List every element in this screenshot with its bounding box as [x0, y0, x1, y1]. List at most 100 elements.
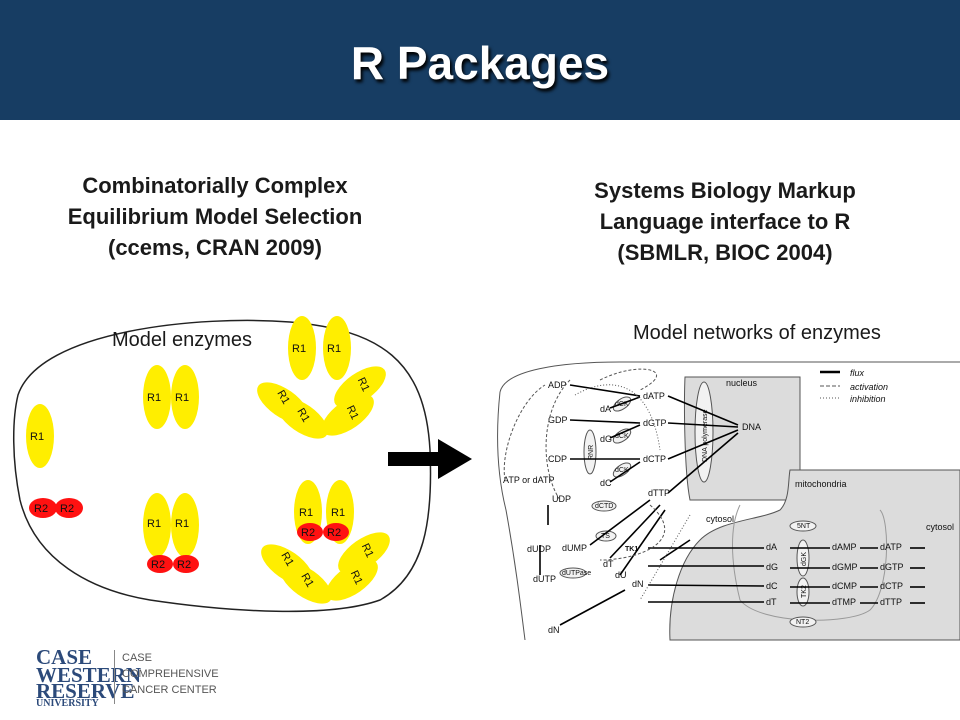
metabolite-label: dTMP [832, 597, 856, 607]
r1-label: R1 [327, 343, 341, 355]
right-heading-line: Language interface to R [599, 209, 851, 234]
network-cell-boundary [499, 361, 960, 393]
metabolite-label: ADP [548, 380, 567, 390]
metabolite-label: dTTP [880, 597, 902, 607]
university-logo: CASE WESTERN RESERVE UNIVERSITY CASE COM… [30, 645, 220, 710]
logo-center-line: CANCER CENTER [122, 684, 217, 696]
metabolite-label: DNA [742, 422, 761, 432]
metabolite-label: dAMP [832, 542, 857, 552]
enzyme-label: 5NT [797, 523, 811, 530]
r1-label: R1 [147, 518, 161, 530]
r1-subunit [171, 365, 199, 429]
r2-label: R2 [151, 559, 165, 571]
metabolite-label: dA [600, 404, 611, 414]
arrow-shaft [388, 452, 440, 466]
r1-subunit [338, 532, 390, 574]
r2-subunit [297, 523, 323, 541]
cell-outline [12, 319, 432, 613]
r2-subunit [55, 498, 83, 518]
arrow-head [438, 439, 472, 479]
r1-subunit [171, 493, 199, 557]
legend-activation: activation [850, 382, 888, 392]
r2-subunit [29, 498, 57, 518]
r1-label: R1 [299, 507, 313, 519]
metabolite-label: CDP [548, 454, 567, 464]
model-enzymes-caption: Model enzymes [112, 329, 253, 351]
r1-subunit [143, 365, 171, 429]
metabolite-label: dN [632, 579, 644, 589]
network-diagram: DNA polymerase nucleus DNA flux activati… [485, 355, 960, 645]
metabolite-label: dATP [880, 542, 902, 552]
metabolite-label: dTTP [648, 488, 670, 498]
logo-center-line: COMPREHENSIVE [122, 668, 219, 680]
r1-subunit [334, 366, 386, 408]
r2-label: R2 [34, 503, 48, 515]
compartment-label: cytosol [706, 514, 734, 524]
metabolite-label: dUDP [527, 544, 551, 554]
slide-title: R Packages [350, 37, 610, 89]
logo-divider [114, 650, 115, 704]
r1-label: R1 [175, 392, 189, 404]
logo-line: UNIVERSITY [36, 698, 99, 709]
metabolite-label: dC [600, 478, 612, 488]
left-heading-line: Combinatorially Complex [82, 173, 348, 198]
r1-subunit [280, 562, 332, 604]
metabolite-label: dG [600, 434, 612, 444]
metabolite-label: dC [766, 581, 778, 591]
compartment-label: cytosol [926, 522, 954, 532]
enzyme-label: dCTD [595, 503, 613, 510]
r1-label: R1 [344, 404, 361, 422]
r1-label: R1 [359, 542, 376, 560]
metabolite-label: dGMP [832, 562, 858, 572]
r2-subunit [173, 555, 199, 573]
model-networks-caption: Model networks of enzymes [633, 322, 881, 344]
metabolite-label: dCMP [832, 581, 857, 591]
left-heading-line: Equilibrium Model Selection [67, 204, 363, 229]
left-heading-line: (ccems, CRAN 2009) [108, 235, 322, 260]
metabolite-label: GDP [548, 415, 568, 425]
r2-subunit [323, 523, 349, 541]
enzyme-label: TK2 [801, 585, 808, 598]
metabolite-label: dT [766, 597, 777, 607]
right-heading: Systems Biology Markup Language interfac… [510, 175, 940, 268]
logo-center-line: CASE [122, 652, 152, 664]
metabolite-label: dA [766, 542, 777, 552]
metabolite-label: dATP [643, 391, 665, 401]
r1-label: R1 [331, 507, 345, 519]
r2-label: R2 [177, 559, 191, 571]
r1-subunit [326, 559, 378, 601]
right-heading-line: Systems Biology Markup [594, 178, 856, 203]
r1-label: R1 [147, 392, 161, 404]
dna-polymerase [694, 381, 714, 483]
r2-label: R2 [60, 503, 74, 515]
metabolite-label: dCTP [880, 581, 903, 591]
enzyme-label: dCK [615, 433, 629, 440]
r1-label: R1 [175, 518, 189, 530]
enzyme-label: RNR [588, 445, 595, 460]
right-heading-line: (SBMLR, BIOC 2004) [617, 240, 833, 265]
enzyme-label: dCK [615, 401, 629, 408]
mitochondria [669, 469, 960, 641]
nucleus [684, 376, 801, 501]
metabolite-label: ATP or dATP [503, 475, 555, 485]
metabolite-label: dUTP [533, 574, 556, 584]
r1-subunit [323, 316, 351, 380]
r1-label: R1 [292, 343, 306, 355]
r1-subunit [322, 394, 374, 436]
legend-inhibition: inhibition [850, 394, 886, 404]
r1-label: R1 [348, 569, 365, 587]
enzyme-label: dGK [801, 552, 808, 566]
r1-subunit [276, 397, 328, 439]
header-bar: R Packages [0, 0, 960, 120]
metabolite-label: dUMP [562, 543, 587, 553]
logo-line: CASE [36, 645, 93, 669]
r2-subunit [147, 555, 173, 573]
compartment-label: mitochondria [795, 479, 847, 489]
r1-label: R1 [355, 376, 372, 394]
enzyme-label: DNA polymerase [702, 409, 709, 462]
r1-label: R1 [30, 431, 44, 443]
logo-line: RESERVE [36, 679, 135, 703]
enzyme-label: TK1 [625, 546, 638, 553]
left-heading: Combinatorially Complex Equilibrium Mode… [10, 170, 420, 263]
